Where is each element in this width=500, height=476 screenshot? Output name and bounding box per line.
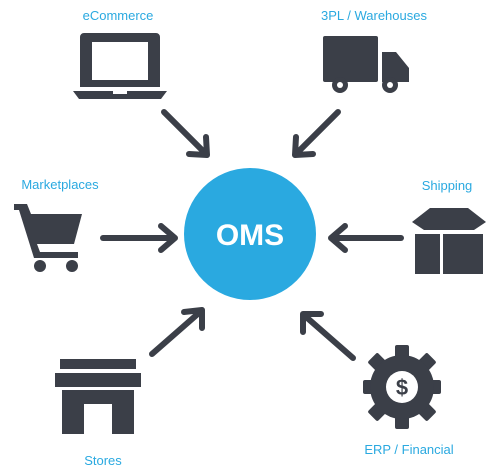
node-erp: ERP / Financial $ xyxy=(300,311,454,457)
ecommerce-label: eCommerce xyxy=(83,8,154,23)
shopping-cart-icon xyxy=(14,204,82,272)
truck-icon xyxy=(323,36,409,93)
arrow-erp xyxy=(302,313,356,361)
dollar-gear-icon: $ xyxy=(363,345,441,429)
laptop-icon xyxy=(73,33,167,99)
arrowhead-ecommerce xyxy=(186,134,210,158)
stores-label: Stores xyxy=(84,453,122,468)
arrow-stores xyxy=(149,309,203,357)
svg-text:$: $ xyxy=(396,375,408,400)
storefront-icon xyxy=(55,359,141,434)
node-marketplaces: Marketplaces xyxy=(14,177,178,272)
node-ecommerce: eCommerce xyxy=(73,8,210,158)
oms-hub: OMS xyxy=(184,168,316,300)
warehouses-label: 3PL / Warehouses xyxy=(321,8,427,23)
arrow-warehouses xyxy=(294,109,341,156)
arrowhead-shipping xyxy=(328,223,348,253)
marketplaces-label: Marketplaces xyxy=(21,177,99,192)
node-stores: Stores xyxy=(55,307,205,468)
box-icon xyxy=(412,208,486,274)
arrowhead-stores xyxy=(181,307,205,331)
shipping-label: Shipping xyxy=(422,178,473,193)
hub-circle xyxy=(184,168,316,300)
node-warehouses: 3PL / Warehouses xyxy=(292,8,427,158)
arrowhead-marketplaces xyxy=(158,223,178,253)
node-shipping: Shipping xyxy=(328,178,486,274)
erp-label: ERP / Financial xyxy=(364,442,453,457)
arrow-ecommerce xyxy=(161,109,208,156)
arrowhead-warehouses xyxy=(292,134,316,158)
arrowhead-erp xyxy=(300,311,324,335)
hub-label: OMS xyxy=(216,219,284,252)
